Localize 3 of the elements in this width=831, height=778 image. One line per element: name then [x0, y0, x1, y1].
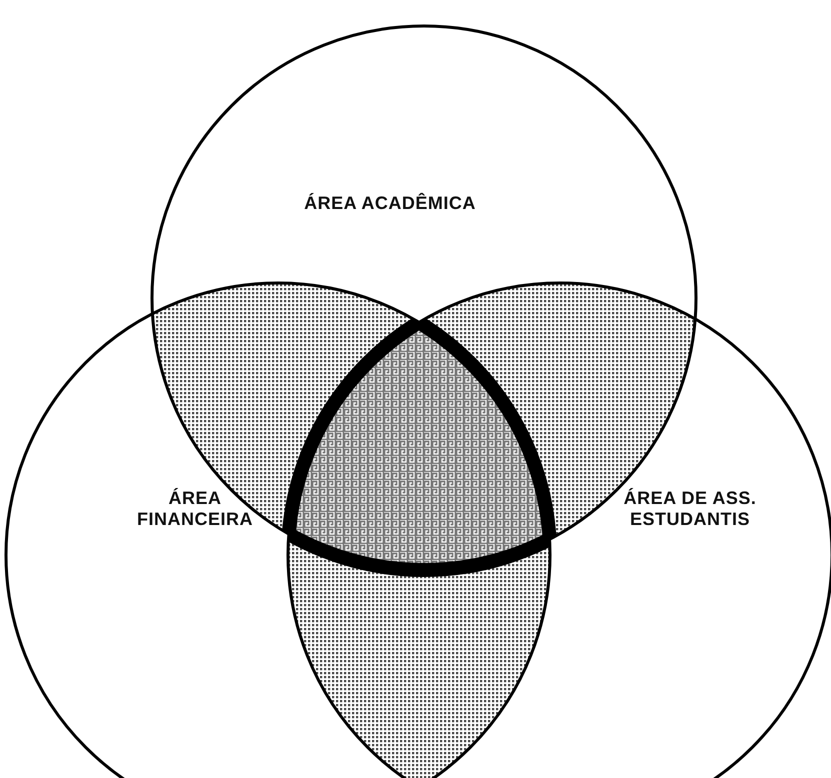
circle-label: ÁREA DE ASS. ESTUDANTIS: [622, 488, 758, 530]
circle-label: ÁREA FINANCEIRA: [136, 488, 254, 530]
circle-label: ÁREA ACADÊMICA: [303, 193, 477, 214]
